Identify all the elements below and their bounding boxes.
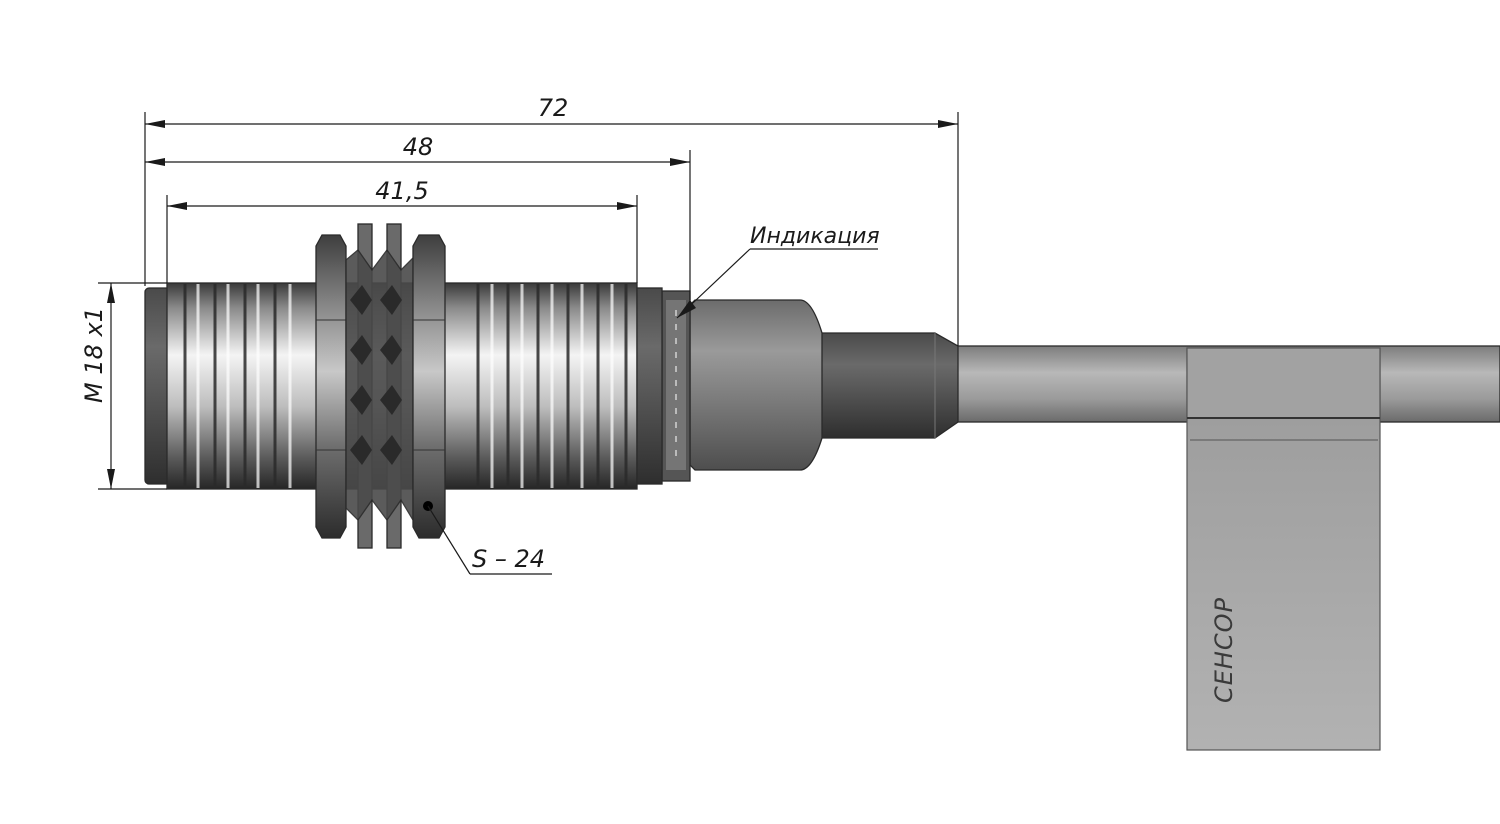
indicator-label: Индикация xyxy=(750,224,880,249)
cable-boot xyxy=(819,332,959,439)
dimension-72-label: 72 xyxy=(538,94,569,122)
extension-lines xyxy=(98,112,959,490)
nut-size-callout xyxy=(423,501,552,575)
mounting-nut-right xyxy=(412,234,446,539)
cable-tag xyxy=(1186,347,1381,751)
dimension-72 xyxy=(145,120,958,128)
mounting-nut-left xyxy=(315,234,347,539)
rear-housing xyxy=(689,299,823,471)
dimension-48-label: 48 xyxy=(403,133,434,161)
dimension-41-5 xyxy=(167,202,637,210)
nut-size-label: S – 24 xyxy=(472,545,545,573)
cable-tag-brand: СЕНСОР xyxy=(1210,597,1238,703)
indicator-callout xyxy=(676,248,878,319)
dimension-48 xyxy=(145,158,690,166)
indicator-ring xyxy=(661,290,691,482)
dimension-41-5-label: 41,5 xyxy=(375,177,428,205)
dimension-thread-diameter xyxy=(107,283,115,489)
dimension-thread-label: M 18 x1 xyxy=(80,307,108,403)
lock-washer xyxy=(345,223,414,549)
